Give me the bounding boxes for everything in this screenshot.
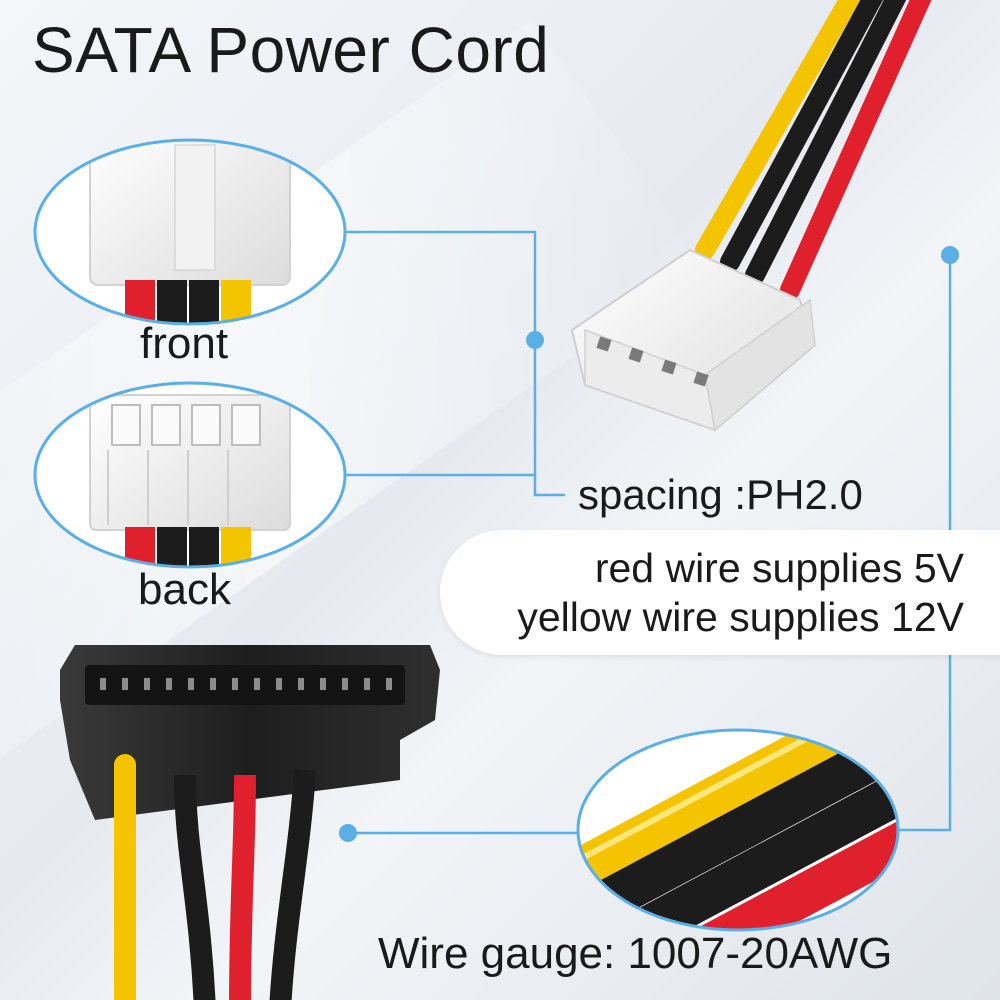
back-view-label: back (138, 565, 231, 614)
callout-dot-ph (526, 331, 544, 349)
page-title: SATA Power Cord (32, 14, 550, 86)
spec-bubble (440, 530, 1000, 655)
sata-connector (60, 645, 440, 1000)
back-view-zoom (33, 381, 347, 569)
spacing-spec: spacing :PH2.0 (578, 471, 863, 518)
red-wire-spec: red wire supplies 5V (594, 545, 964, 591)
yellow-wire-spec: yellow wire supplies 12V (517, 594, 964, 640)
callout-lines (345, 230, 952, 832)
wire-gauge-spec: Wire gauge: 1007-20AWG (378, 929, 893, 978)
front-view-label: front (140, 319, 229, 368)
ph-cable-bundle (695, 0, 932, 300)
ph-connector (570, 248, 817, 432)
callout-dot-wires (941, 246, 959, 264)
front-view-zoom (33, 138, 347, 326)
